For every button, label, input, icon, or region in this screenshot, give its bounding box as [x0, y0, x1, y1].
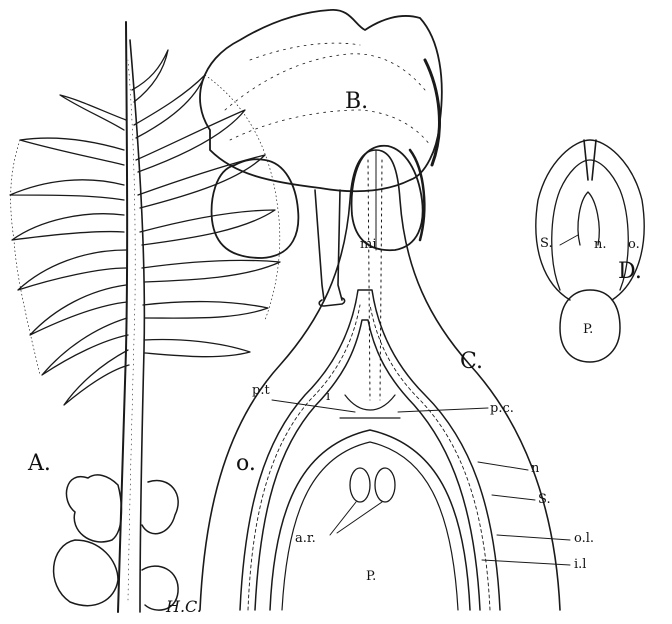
panel-a-frond [10, 22, 280, 612]
label-p: P. [366, 569, 376, 584]
label-n: n [531, 461, 540, 476]
label-i: i [326, 389, 330, 404]
panel-b-megasporophyll [200, 10, 442, 306]
label-s: S. [538, 492, 551, 507]
label-o: o. [236, 451, 256, 476]
label-mi: mi [360, 237, 377, 252]
label-d-s: S. [540, 236, 553, 251]
panel-b-label: B. [345, 89, 368, 114]
label-ol: o.l. [574, 531, 594, 546]
label-pt: p.t [252, 383, 270, 398]
label-d-p: P. [583, 322, 593, 337]
label-d-o: o. [628, 237, 640, 252]
panel-d-label: D. [618, 259, 642, 284]
label-ar: a.r. [295, 531, 316, 546]
label-pc: p.c. [490, 401, 514, 416]
panel-c-ovule-section [200, 150, 570, 610]
label-il: i.l [574, 557, 586, 572]
label-d-n: n. [594, 237, 607, 252]
artist-signature: H.C. [165, 597, 202, 616]
panel-a-label: A. [27, 451, 51, 476]
panel-c-label: C. [460, 349, 483, 374]
